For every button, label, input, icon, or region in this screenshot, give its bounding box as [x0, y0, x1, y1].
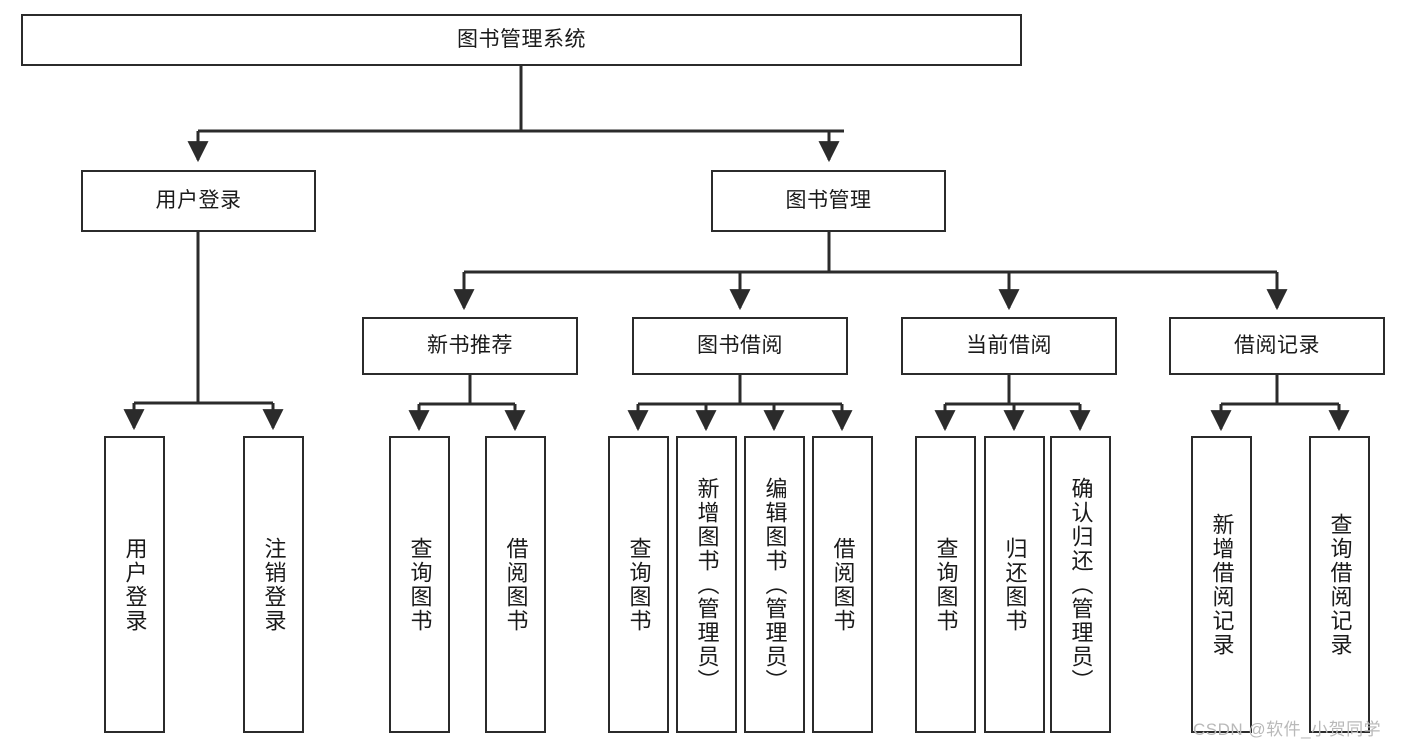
- node-leaf-query-book-2[interactable]: 查询图书: [608, 436, 669, 733]
- node-root-label: 图书管理系统: [457, 27, 586, 51]
- node-leaf-borrow-book-2-label: 借阅图书: [830, 536, 856, 633]
- node-leaf-borrow-book-2[interactable]: 借阅图书: [812, 436, 873, 733]
- node-new-book-recommend-label: 新书推荐: [427, 333, 513, 357]
- node-borrow-record[interactable]: 借阅记录: [1169, 317, 1385, 375]
- node-user-login[interactable]: 用户登录: [81, 170, 316, 232]
- node-root[interactable]: 图书管理系统: [21, 14, 1022, 66]
- node-leaf-borrow-book-1-label: 借阅图书: [503, 536, 529, 633]
- node-leaf-query-record[interactable]: 查询借阅记录: [1309, 436, 1370, 733]
- node-new-book-recommend[interactable]: 新书推荐: [362, 317, 578, 375]
- node-leaf-return-book[interactable]: 归还图书: [984, 436, 1045, 733]
- node-leaf-query-book-3-label: 查询图书: [933, 536, 959, 633]
- node-leaf-edit-book[interactable]: 编辑图书（管理员）: [744, 436, 805, 733]
- watermark: CSDN @软件_小贺同学: [1193, 720, 1382, 739]
- node-leaf-logout-label: 注销登录: [261, 536, 287, 633]
- node-book-borrow-label: 图书借阅: [697, 333, 783, 357]
- node-leaf-query-book-3[interactable]: 查询图书: [915, 436, 976, 733]
- node-leaf-query-book-1-label: 查询图书: [407, 536, 433, 633]
- node-leaf-confirm-return-label: 确认归还（管理员）: [1068, 476, 1094, 693]
- node-leaf-add-record[interactable]: 新增借阅记录: [1191, 436, 1252, 733]
- node-leaf-user-login-label: 用户登录: [122, 536, 148, 633]
- node-leaf-add-book-label: 新增图书（管理员）: [694, 476, 720, 693]
- node-leaf-query-book-2-label: 查询图书: [626, 536, 652, 633]
- node-user-login-label: 用户登录: [155, 188, 242, 212]
- node-leaf-query-book-1[interactable]: 查询图书: [389, 436, 450, 733]
- node-leaf-user-login[interactable]: 用户登录: [104, 436, 165, 733]
- node-leaf-query-record-label: 查询借阅记录: [1327, 512, 1353, 657]
- node-current-borrow-label: 当前借阅: [966, 333, 1052, 357]
- node-leaf-add-record-label: 新增借阅记录: [1209, 512, 1235, 657]
- node-leaf-borrow-book-1[interactable]: 借阅图书: [485, 436, 546, 733]
- node-leaf-logout[interactable]: 注销登录: [243, 436, 304, 733]
- node-leaf-confirm-return[interactable]: 确认归还（管理员）: [1050, 436, 1111, 733]
- node-leaf-add-book[interactable]: 新增图书（管理员）: [676, 436, 737, 733]
- node-current-borrow[interactable]: 当前借阅: [901, 317, 1117, 375]
- node-book-manage[interactable]: 图书管理: [711, 170, 946, 232]
- node-leaf-edit-book-label: 编辑图书（管理员）: [762, 476, 788, 693]
- node-book-borrow[interactable]: 图书借阅: [632, 317, 848, 375]
- node-leaf-return-book-label: 归还图书: [1002, 536, 1028, 633]
- node-borrow-record-label: 借阅记录: [1234, 333, 1320, 357]
- node-book-manage-label: 图书管理: [785, 188, 872, 212]
